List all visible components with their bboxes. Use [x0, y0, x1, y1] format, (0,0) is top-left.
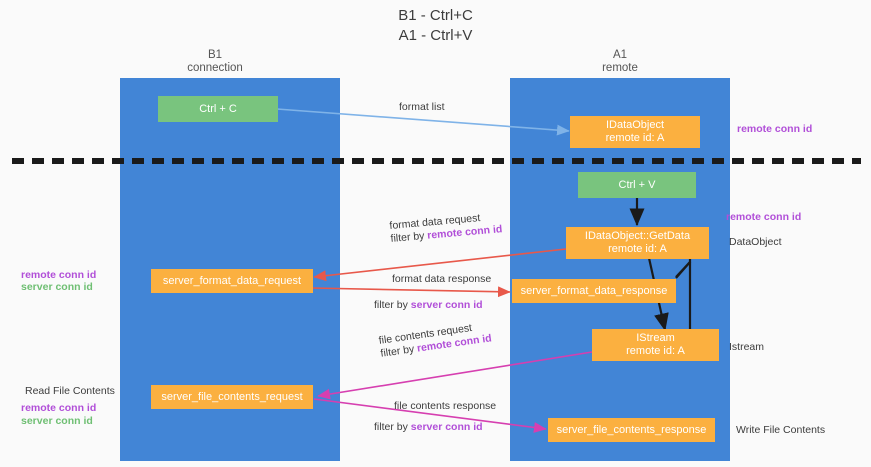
annotation-right-istream: Istream [729, 341, 765, 353]
annotation-right-remote-conn-id-1: remote conn id [737, 123, 813, 135]
box-getdata-line1: IDataObject::GetData [584, 230, 691, 242]
box-getdata[interactable]: IDataObject::GetData remote id: A [566, 227, 709, 259]
arrow-format-list [276, 108, 570, 136]
column-header-a1: A1 remote [560, 49, 680, 75]
box-ctrl-c-line1: Ctrl + C [199, 102, 237, 115]
column-header-a1-role: remote [602, 62, 638, 74]
box-server-file-contents-response-label: server_file_contents_response [556, 423, 707, 436]
box-idataobject[interactable]: IDataObject remote id: A [570, 116, 700, 148]
page-title: B1 - Ctrl+C A1 - Ctrl+V [0, 6, 871, 46]
box-ctrl-v-line1: Ctrl + V [618, 178, 656, 191]
filter-prefix: filter by [390, 230, 425, 245]
annotation-left-read-file-contents: Read File Contents [25, 385, 115, 397]
column-header-b1-name: B1 [207, 49, 223, 61]
annotation-left-server-conn-id-2: server conn id [21, 415, 93, 427]
annotation-right-remote-conn-id-2: remote conn id [726, 211, 802, 223]
edge-label-file-contents-response-text: file contents response [394, 400, 497, 412]
arrow-format-data-response [311, 286, 511, 298]
box-server-file-contents-request-label: server_file_contents_request [161, 390, 303, 403]
filter-prefix: filter by [374, 299, 408, 311]
edge-label-format-data-response-text: format data response [392, 273, 492, 285]
box-idataobject-line2: remote id: A [605, 132, 665, 144]
box-server-format-data-response-label: server_format_data_response [520, 284, 668, 297]
box-istream[interactable]: IStream remote id: A [592, 329, 719, 361]
box-getdata-line2: remote id: A [608, 243, 667, 255]
filter-key-server-conn-id: server conn id [410, 299, 483, 311]
arrow-format-data-request [313, 248, 567, 282]
edge-label-format-list: format list [399, 101, 445, 114]
arrow-seg-a [675, 261, 691, 278]
edge-label-format-data-response-filter: filter by server conn id [374, 299, 483, 312]
edge-label-file-contents-response-filter: filter by server conn id [374, 421, 483, 434]
annotation-right-dataobject: DataObject [729, 236, 782, 248]
annotation-left-remote-conn-id-2: remote conn id [21, 402, 97, 414]
box-istream-line1: IStream [636, 332, 675, 344]
edge-label-file-contents-response: file contents response [394, 400, 496, 413]
arrow-file-contents-response [313, 398, 547, 433]
box-idataobject-line1: IDataObject [605, 119, 665, 131]
box-server-format-data-response[interactable]: server_format_data_response [512, 279, 676, 303]
column-header-b1-role: connection [187, 62, 243, 74]
title-line-1: B1 - Ctrl+C [398, 7, 473, 24]
edge-label-format-list-text: format list [399, 101, 445, 113]
box-istream-line2: remote id: A [626, 345, 685, 357]
arrow-file-contents-request [317, 351, 593, 400]
title-line-2: A1 - Ctrl+V [398, 27, 473, 44]
edge-label-format-data-response: format data response [392, 273, 491, 286]
box-server-file-contents-request[interactable]: server_file_contents_request [151, 385, 313, 409]
box-server-format-data-request[interactable]: server_format_data_request [151, 269, 313, 293]
annotation-right-write-file-contents: Write File Contents [736, 424, 826, 436]
column-header-a1-name: A1 [612, 49, 628, 61]
box-server-file-contents-response[interactable]: server_file_contents_response [548, 418, 715, 442]
annotation-left-server-conn-id-1: server conn id [21, 281, 93, 293]
box-server-format-data-request-label: server_format_data_request [162, 274, 302, 287]
annotation-left-remote-conn-id-1: remote conn id [21, 269, 97, 281]
column-header-b1: B1 connection [155, 49, 275, 75]
box-ctrl-c[interactable]: Ctrl + C [158, 96, 278, 122]
box-ctrl-v[interactable]: Ctrl + V [578, 172, 696, 198]
filter-prefix: filter by [374, 421, 408, 433]
filter-key-server-conn-id: server conn id [410, 421, 483, 433]
